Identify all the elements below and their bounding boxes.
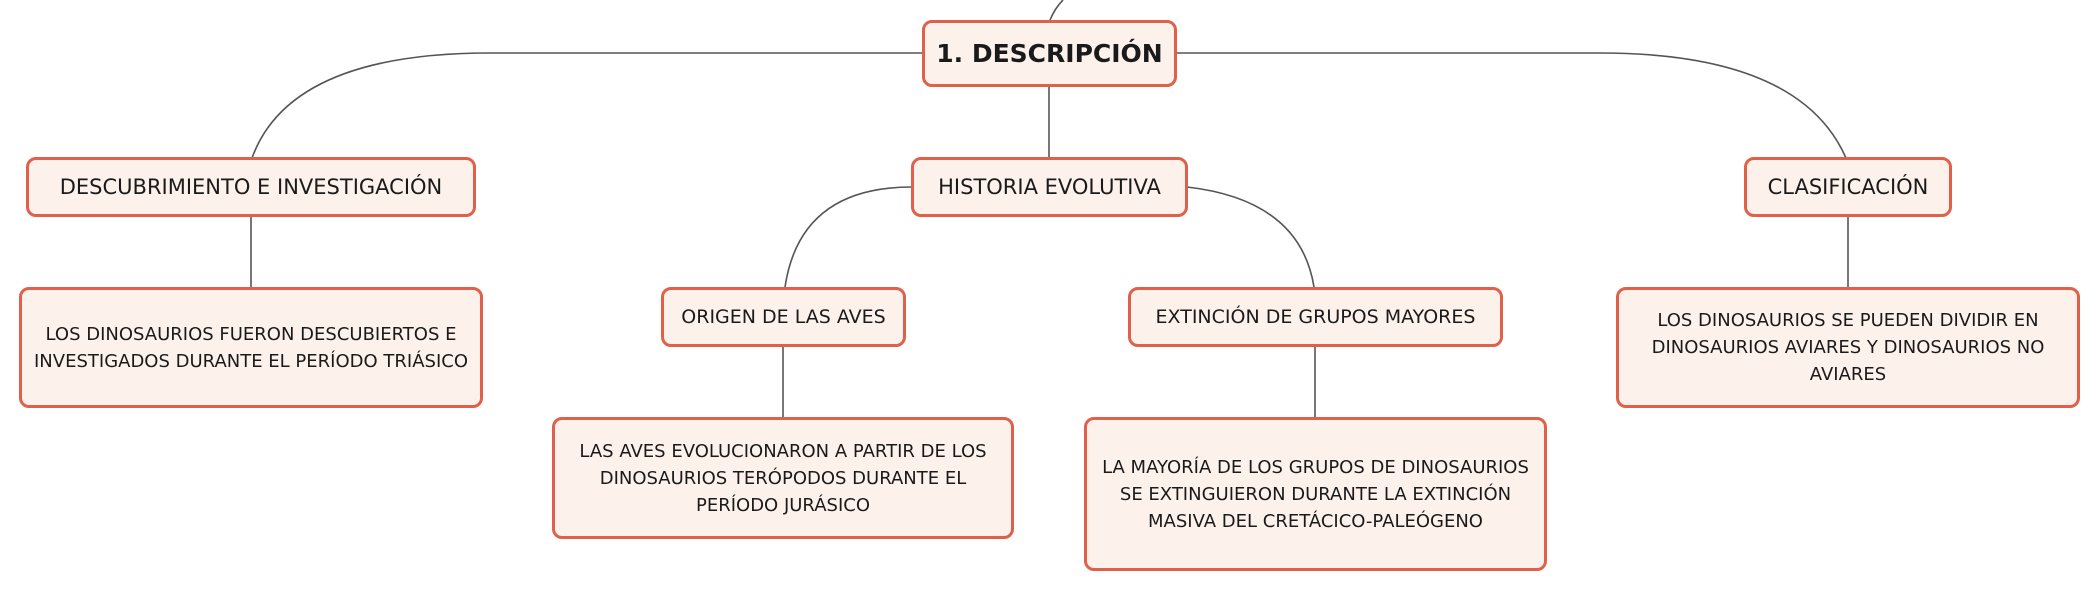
node-clasificacion[interactable]: CLASIFICACIÓN	[1744, 157, 1952, 217]
node-descubrimiento-label: DESCUBRIMIENTO E INVESTIGACIÓN	[59, 175, 443, 199]
node-origen-aves-detail[interactable]: LAS AVES EVOLUCIONARON A PARTIR DE LOS D…	[552, 417, 1014, 539]
node-origen-aves-detail-text: LAS AVES EVOLUCIONARON A PARTIR DE LOS D…	[579, 440, 987, 516]
node-descubrimiento[interactable]: DESCUBRIMIENTO E INVESTIGACIÓN	[26, 157, 476, 217]
node-clasificacion-detail[interactable]: LOS DINOSAURIOS SE PUEDEN DIVIDIR EN DIN…	[1616, 287, 2080, 408]
node-clasificacion-detail-text: LOS DINOSAURIOS SE PUEDEN DIVIDIR EN DIN…	[1651, 310, 2045, 385]
node-historia-evolutiva[interactable]: HISTORIA EVOLUTIVA	[911, 157, 1188, 217]
node-origen-aves-label: ORIGEN DE LAS AVES	[681, 306, 886, 328]
node-descubrimiento-detail[interactable]: LOS DINOSAURIOS FUERON DESCUBIERTOS E IN…	[19, 287, 483, 408]
node-extincion-detail[interactable]: LA MAYORÍA DE LOS GRUPOS DE DINOSAURIOS …	[1084, 417, 1547, 571]
root-node-label: 1. DESCRIPCIÓN	[936, 39, 1163, 68]
node-historia-evolutiva-label: HISTORIA EVOLUTIVA	[938, 175, 1161, 199]
node-descubrimiento-detail-text: LOS DINOSAURIOS FUERON DESCUBIERTOS E IN…	[34, 323, 468, 372]
node-extincion-grupos-label: EXTINCIÓN DE GRUPOS MAYORES	[1155, 306, 1476, 328]
node-extincion-detail-text: LA MAYORÍA DE LOS GRUPOS DE DINOSAURIOS …	[1102, 456, 1529, 532]
connector-parent-to-root	[1049, 0, 1064, 21]
connector-root-to-discovery	[251, 52, 922, 159]
connector-evolution-to-extinction	[1186, 186, 1315, 288]
node-clasificacion-label: CLASIFICACIÓN	[1767, 175, 1929, 199]
connector-root-to-classification	[1177, 52, 1847, 159]
node-origen-aves[interactable]: ORIGEN DE LAS AVES	[661, 287, 906, 347]
connector-evolution-to-birds	[784, 186, 913, 288]
root-node-descripcion[interactable]: 1. DESCRIPCIÓN	[922, 20, 1177, 87]
node-extincion-grupos[interactable]: EXTINCIÓN DE GRUPOS MAYORES	[1128, 287, 1503, 347]
